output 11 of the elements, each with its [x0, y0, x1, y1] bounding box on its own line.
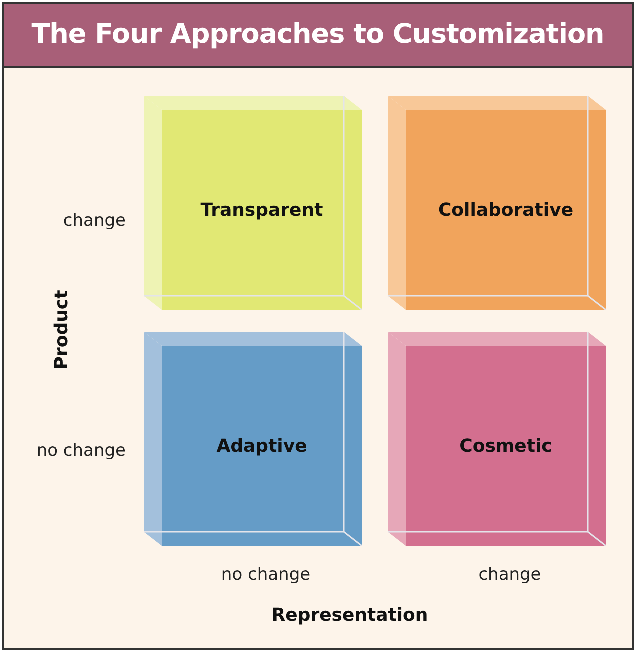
- title-banner: The Four Approaches to Customization: [2, 2, 634, 68]
- axis-title: Product: [52, 290, 72, 370]
- quadrant-label: Transparent: [200, 200, 324, 220]
- axis-value-label: no change: [36, 441, 126, 461]
- axis-title: Representation: [270, 605, 430, 626]
- axis-value-label: change: [478, 565, 542, 585]
- axis-value-label: no change: [220, 565, 312, 585]
- quadrant-label: Collaborative: [438, 200, 574, 220]
- quadrant-label: Adaptive: [216, 436, 308, 456]
- axis-value-label: change: [62, 211, 126, 231]
- quadrant-label: Cosmetic: [460, 436, 552, 456]
